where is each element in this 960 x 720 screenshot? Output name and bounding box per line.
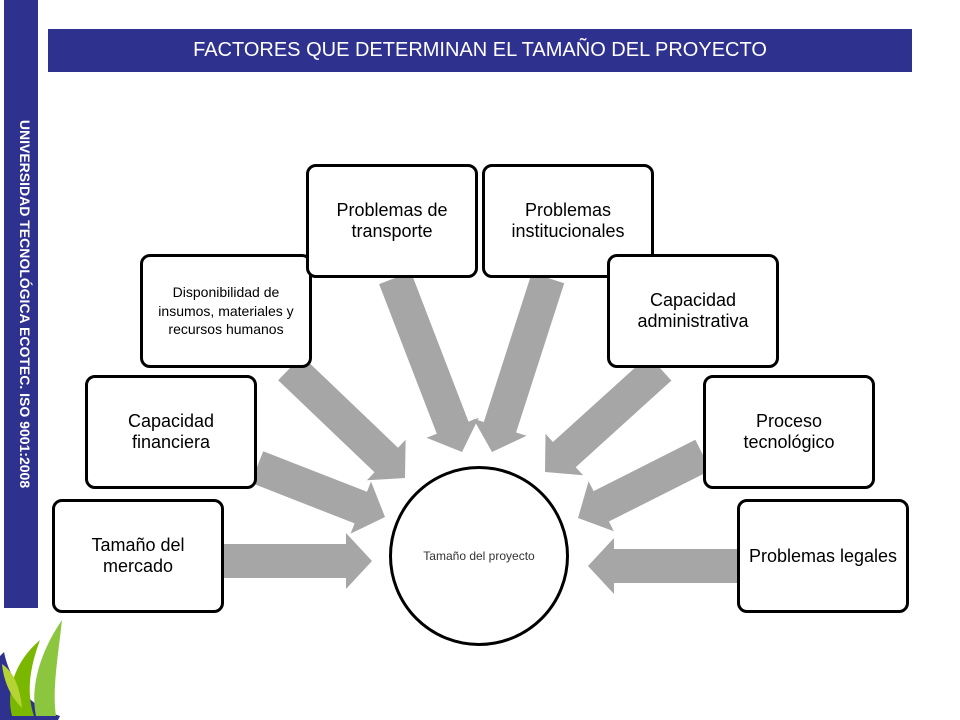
- block-arrow-6: [545, 355, 672, 476]
- factor-box-resources-availability: Disponibilidad de insumos, materiales y …: [140, 254, 312, 368]
- block-arrow-2: [250, 451, 385, 534]
- center-node-project-size: Tamaño del proyecto: [389, 466, 569, 646]
- ecotec-logo-icon: [0, 620, 62, 720]
- block-arrow-5: [473, 272, 565, 452]
- block-arrow-7: [578, 439, 711, 532]
- factor-label: Problemas legales: [748, 545, 898, 566]
- block-arrow-1: [224, 533, 372, 589]
- block-arrow-8: [588, 538, 737, 594]
- center-label: Tamaño del proyecto: [423, 549, 535, 563]
- factor-box-technological-process: Proceso tecnológico: [703, 375, 875, 489]
- factor-box-institutional-problems: Problemas institucionales: [482, 164, 654, 278]
- factor-label: Proceso tecnológico: [743, 411, 835, 452]
- factor-box-market-size: Tamaño del mercado: [52, 499, 224, 613]
- block-arrow-4: [379, 271, 479, 452]
- factor-box-legal-problems: Problemas legales: [737, 499, 909, 613]
- slide-title: FACTORES QUE DETERMINAN EL TAMAÑO DEL PR…: [48, 29, 912, 72]
- factor-label: Problemas de transporte: [336, 200, 448, 241]
- factor-label: Disponibilidad de insumos, materiales y …: [158, 283, 294, 338]
- factor-label: Problemas institucionales: [511, 200, 625, 241]
- factor-label: Tamaño del mercado: [91, 535, 185, 576]
- factor-box-transport-problems: Problemas de transporte: [306, 164, 478, 278]
- factor-box-administrative-capacity: Capacidad administrativa: [607, 254, 779, 368]
- vertical-sidebar: UNIVERSIDAD TECNOLÓGICA ECOTEC. ISO 9001…: [4, 0, 38, 608]
- block-arrow-3: [278, 355, 406, 481]
- factor-box-financial-capacity: Capacidad financiera: [85, 375, 257, 489]
- factor-label: Capacidad administrativa: [637, 290, 749, 331]
- factor-label: Capacidad financiera: [127, 411, 215, 452]
